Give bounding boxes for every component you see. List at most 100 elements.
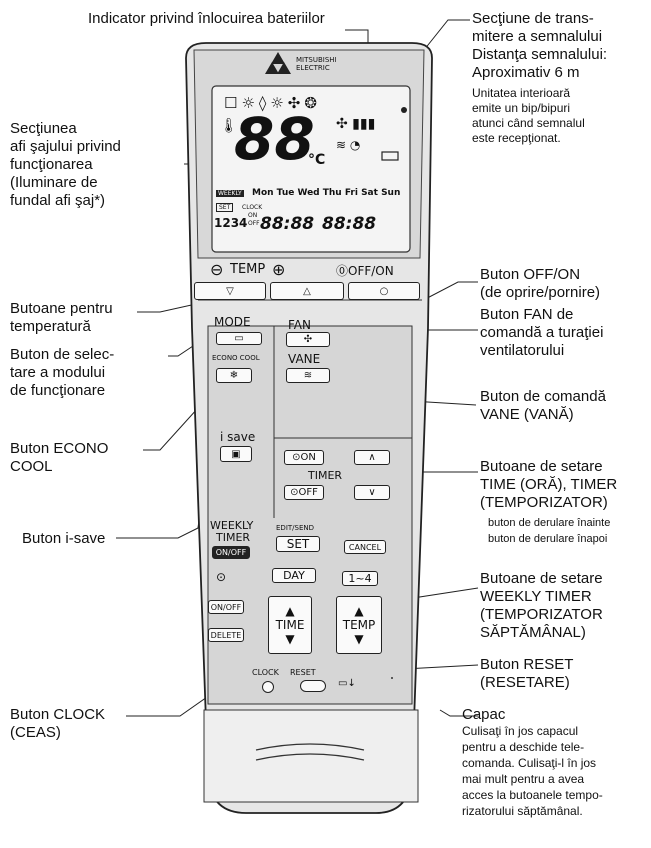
brand-line-1: MITSUBISHI — [296, 56, 337, 64]
temp-set-button[interactable]: ▲TEMP▼ — [336, 596, 382, 654]
time-button[interactable]: ▲TIME▼ — [268, 596, 312, 654]
caret-down-icon: ∨ — [368, 487, 376, 498]
label-mode-2: tare a modului — [10, 364, 106, 381]
weekly-label-1: WEEKLY — [210, 519, 254, 532]
reset-button[interactable] — [300, 680, 326, 692]
label-timer-3: (TEMPORIZATOR) — [480, 494, 608, 511]
label-display-3: funcţionarea — [10, 156, 93, 173]
label-weekly-1: Butoane de setare — [480, 570, 603, 587]
label-offon-1: Buton OFF/ON — [480, 266, 581, 283]
econo-cool-button[interactable]: ❄ — [216, 368, 252, 383]
set-badge: SET — [216, 203, 234, 212]
isave-label: i save — [220, 430, 256, 444]
time-btn-label: TIME — [275, 618, 305, 632]
offon-panel-label: ⓪OFF/ON — [336, 262, 394, 279]
label-cover-3: comanda. Culisaţi-l în jos — [462, 756, 597, 770]
time-right: 88:88 — [322, 214, 377, 234]
label-econo-2: COOL — [10, 458, 53, 475]
clock-button[interactable] — [262, 681, 274, 693]
label-fan-2: comandă a turaţiei — [480, 324, 604, 341]
triangle-down-icon: ▼ — [354, 632, 364, 646]
cover-leader — [439, 709, 478, 717]
thermometer-icon: 🌡 — [220, 118, 238, 134]
timer-on-label: ON — [300, 452, 316, 463]
label-scroll-forward: buton de derulare înainte — [488, 517, 611, 529]
offon-label: OFF/ON — [348, 264, 394, 278]
label-fan-3: ventilatorului — [480, 342, 565, 359]
label-timer-1: Butoane de setare — [480, 458, 603, 475]
vane-icon: ≋ — [303, 370, 313, 381]
edit-send-label: EDIT/SEND — [276, 524, 315, 532]
range-button[interactable]: 1~4 — [342, 571, 378, 586]
reset-label: RESET — [290, 668, 316, 677]
label-transmit-1: Secţiune de trans- — [472, 10, 594, 27]
label-clock-2: (CEAS) — [10, 724, 61, 741]
label-weekly-3: (TEMPORIZATOR — [480, 606, 603, 623]
label-display-4: (Iluminare de — [10, 174, 98, 191]
brand-line-2: ELECTRIC — [296, 64, 330, 72]
weekly-label-2: TIMER — [216, 531, 251, 544]
label-reset-1: Buton RESET — [480, 656, 574, 673]
scroll-back-button[interactable]: ∨ — [354, 485, 390, 500]
label-reset-2: (RESETARE) — [480, 674, 570, 691]
mode-bar-icon: ▭ — [234, 333, 244, 344]
timer-on-button[interactable]: ⊙ON — [284, 450, 324, 465]
on-small: ON — [248, 212, 258, 219]
weekly-badge: WEEKLY — [216, 190, 244, 197]
transmit-leader — [419, 19, 470, 56]
label-battery: Indicator privind înlocuirea bateriilor — [88, 10, 325, 27]
down-arrow-icon: ▽ — [226, 285, 234, 297]
battery-icon: ▭↓ — [338, 678, 356, 689]
up-arrow-icon: △ — [303, 285, 311, 297]
temp-unit: °C — [308, 152, 326, 168]
set-button[interactable]: SET — [276, 536, 320, 552]
label-offon-2: (de oprire/pornire) — [480, 284, 601, 301]
label-display-5: fundal afi şaj*) — [10, 192, 106, 209]
power-icon: ⓪ — [336, 264, 349, 278]
label-weekly-2: WEEKLY TIMER — [480, 588, 592, 605]
fan-button[interactable]: ✣ — [286, 332, 330, 347]
temp-down-button[interactable]: ▽ — [194, 282, 266, 300]
clock-icon: ⊙ — [292, 452, 301, 463]
label-display-2: afi şajului privind — [10, 138, 121, 155]
fan-icon: ✣ — [303, 334, 313, 345]
weekly-onoff-button[interactable]: ON/OFF — [212, 546, 250, 559]
vane-icon: ≋ ◔ — [336, 138, 361, 152]
vane-button[interactable]: ≋ — [286, 368, 330, 383]
clock-icon: ⊙ — [290, 487, 299, 498]
econo-label: ECONO COOL — [212, 354, 260, 362]
econo-icon: ❄ — [229, 370, 239, 381]
label-cover-4: mai mult pentru a avea — [462, 772, 585, 786]
isave-button[interactable]: ▣ — [220, 446, 252, 462]
temp-up-button[interactable]: △ — [270, 282, 344, 300]
mode-button[interactable]: ▭ — [216, 332, 262, 345]
label-scroll-back: buton de derulare înapoi — [488, 533, 608, 545]
temp-btn-label: TEMP — [342, 618, 376, 632]
timer-label: TIMER — [308, 469, 343, 482]
caret-up-icon: ∧ — [368, 452, 376, 463]
delete-button[interactable]: DELETE — [208, 628, 244, 642]
isave-icon: ▣ — [231, 448, 241, 460]
temp-minus-icon: ⊖ — [210, 260, 224, 279]
label-fan-1: Buton FAN de — [480, 306, 574, 323]
label-transmit-note-1: Unitatea interioară — [472, 86, 571, 100]
circle-icon: ○ — [379, 285, 389, 297]
clock-label: CLOCK — [252, 668, 279, 677]
cancel-button[interactable]: CANCEL — [344, 540, 386, 554]
day-button[interactable]: DAY — [272, 568, 316, 583]
temp-plus-icon: ⊕ — [272, 260, 286, 279]
label-display-1: Secţiunea — [10, 120, 77, 137]
offon-button[interactable]: ○ — [348, 282, 420, 300]
label-isave: Buton i-save — [22, 530, 106, 547]
scroll-forward-button[interactable]: ∧ — [354, 450, 390, 465]
label-transmit-4: Aproximativ 6 m — [472, 64, 580, 81]
label-cover-title: Capac — [462, 706, 506, 723]
mode-icons: ☐☼◊☼✣❂ — [224, 94, 321, 112]
program-digits: 1234 — [214, 216, 248, 230]
remote-control: MITSUBISHI ELECTRIC ☐☼◊☼✣❂ 🌡 88 °C ✣ ▮▮▮… — [176, 38, 442, 818]
onoff-button[interactable]: ON/OFF — [208, 600, 244, 614]
temp-display: 88 — [234, 105, 315, 173]
timer-off-label: OFF — [298, 487, 318, 498]
label-transmit-2: mitere a semnalului — [472, 28, 603, 45]
timer-off-button[interactable]: ⊙OFF — [284, 485, 324, 500]
